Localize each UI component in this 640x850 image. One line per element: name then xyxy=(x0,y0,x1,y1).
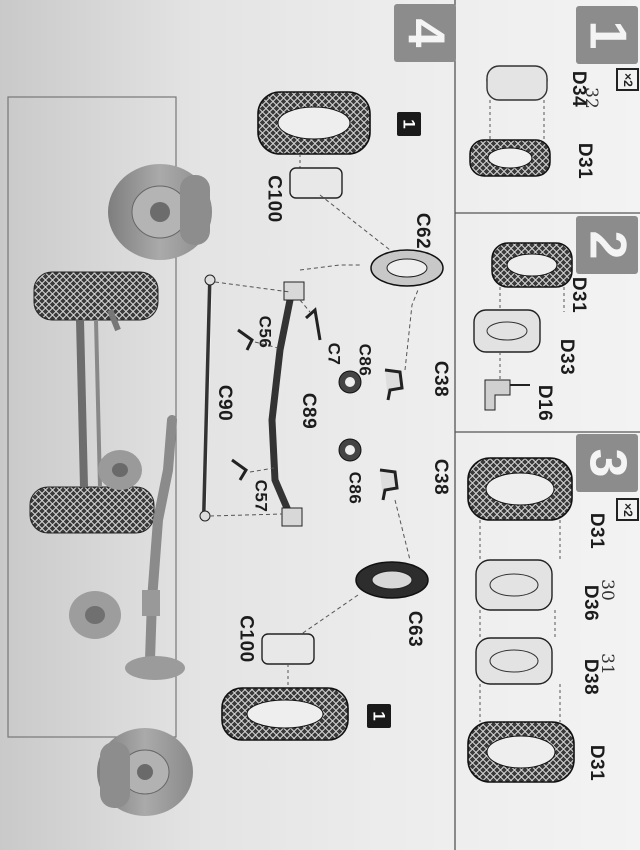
part-label-c86-bottom: C86 xyxy=(345,471,365,505)
step-3-multiplier: ×2 xyxy=(616,498,639,521)
part-label-c7: C7 xyxy=(324,342,344,366)
step-3-number: 3 xyxy=(576,434,638,492)
step-1-number: 1 xyxy=(576,6,638,64)
step-1-multiplier: ×2 xyxy=(616,68,639,91)
step-2-number: 2 xyxy=(576,216,638,274)
step3-drawing xyxy=(467,457,575,783)
part-label-c57: C57 xyxy=(251,479,271,513)
part-label-c100-top: C100 xyxy=(263,175,285,223)
part-label-d33: D33 xyxy=(556,338,578,376)
part-label-c89: C89 xyxy=(298,392,320,430)
reference-tag-bottom: 1 xyxy=(367,704,391,728)
part-label-c86-top: C86 xyxy=(355,343,375,377)
panel-frame xyxy=(454,0,640,850)
handwritten-note-31: 31 xyxy=(596,653,617,675)
step4-drawing xyxy=(199,91,444,741)
part-label-d31-step3-bottom: D31 xyxy=(586,744,608,782)
part-label-c63: C63 xyxy=(404,610,426,648)
parts-photo xyxy=(29,164,212,816)
reference-tag-top: 1 xyxy=(397,112,421,136)
part-label-c38-bottom: C38 xyxy=(430,458,452,496)
part-label-c90: C90 xyxy=(214,384,236,422)
part-label-c56: C56 xyxy=(255,315,275,349)
handwritten-note-30: 30 xyxy=(596,579,617,601)
step1-drawing xyxy=(469,65,551,177)
part-label-d31-step1: D31 xyxy=(574,142,596,180)
part-label-d31-step2: D31 xyxy=(568,276,590,314)
part-label-c62: C62 xyxy=(412,212,434,250)
part-label-c100-bottom: C100 xyxy=(235,615,257,663)
part-label-c38-top: C38 xyxy=(430,360,452,398)
part-label-d16: D16 xyxy=(534,384,556,422)
part-label-d31-step3-top: D31 xyxy=(586,512,608,550)
handwritten-note-32: 32 xyxy=(580,87,601,109)
step2-drawing xyxy=(473,242,573,411)
step-4-number: 4 xyxy=(394,4,456,62)
